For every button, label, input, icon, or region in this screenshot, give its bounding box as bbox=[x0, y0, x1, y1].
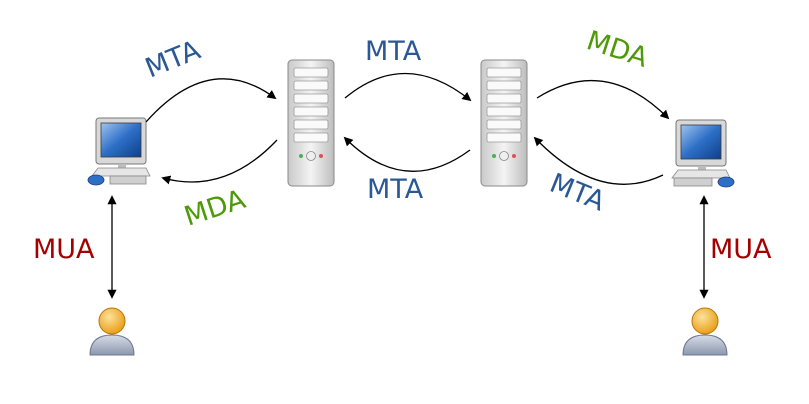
label-bottom-right: MTA bbox=[545, 168, 609, 218]
arrow-server-to-computer-left bbox=[161, 139, 278, 185]
right-server-icon bbox=[480, 59, 528, 187]
arrow-computer-to-server-right bbox=[533, 136, 664, 185]
left-user-icon bbox=[89, 307, 135, 356]
label-top-left: MTA bbox=[141, 35, 205, 85]
right-computer-icon bbox=[671, 119, 735, 188]
left-server-icon bbox=[287, 59, 335, 187]
label-side-right: MUA bbox=[710, 234, 772, 265]
arrow-server-to-computer-right bbox=[536, 79, 670, 120]
label-top-middle: MTA bbox=[365, 36, 422, 67]
left-computer-icon bbox=[87, 117, 151, 186]
label-side-left: MUA bbox=[33, 234, 95, 265]
arrow-server-to-server-top bbox=[344, 72, 472, 102]
arrow-computer-to-server-left bbox=[145, 78, 277, 123]
label-top-right: MDA bbox=[583, 25, 652, 74]
label-bottom-left: MDA bbox=[181, 184, 250, 233]
right-user-icon bbox=[682, 307, 728, 356]
arrow-server-to-server-bottom bbox=[343, 136, 471, 172]
label-bottom-middle: MTA bbox=[367, 174, 424, 205]
